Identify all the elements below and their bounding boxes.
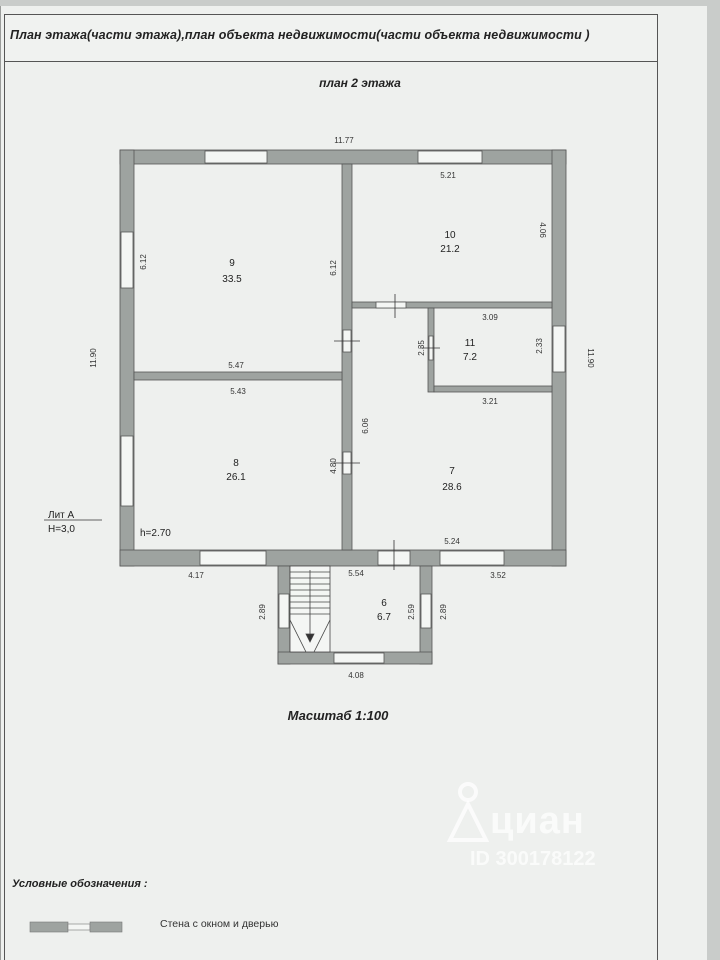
dim-top: 11.77 [334,136,354,145]
window [204,150,268,164]
room11-width2: 3.21 [482,397,498,406]
room11-area: 7.2 [463,352,477,363]
height-total-label: H=3,0 [48,524,75,535]
wall-internal-r10 [351,301,553,309]
window [417,150,483,164]
room8-height: 4.80 [329,458,338,474]
wall-top [119,149,567,165]
room10-height: 4.06 [538,222,547,238]
room6-number: 6 [381,598,387,609]
floor-title: план 2 этажа [319,76,401,90]
dim-porch-top: 5.54 [348,569,364,578]
room11-number: 11 [465,338,476,349]
window [120,231,134,289]
room7-height: 6.06 [361,418,370,434]
door [375,301,407,309]
window [278,593,290,629]
room10-area: 21.2 [440,244,460,255]
window [420,593,432,629]
dim-porch-left: 2.89 [258,604,267,620]
window [333,652,385,664]
watermark-id: ID 300178122 [470,848,596,870]
room11-height2: 2.35 [417,340,426,356]
room7-width: 5.24 [444,537,460,546]
room8-width: 5.43 [230,387,246,396]
room6-area: 6.7 [377,612,391,623]
scale-label: Масштаб 1:100 [287,708,389,723]
room7-number: 7 [449,466,455,477]
stairs [289,565,331,653]
room9-number: 9 [229,258,235,269]
room8-number: 8 [233,458,239,469]
dim-bottom-right: 3.52 [490,571,506,580]
room9-right-dim: 6.12 [329,260,338,276]
dim-porch-bottom: 4.08 [348,671,364,680]
dim-porch-inner: 2.59 [407,604,416,620]
window [199,550,267,566]
room9-width: 5.47 [228,361,244,370]
wall-internal-vertical [341,163,353,551]
document-frame [4,60,658,960]
watermark-brand: циан [490,800,585,842]
dim-porch-right: 2.89 [439,604,448,620]
dim-right: 11.90 [586,348,595,368]
wall-internal-r11-bottom [433,385,553,393]
room10-number: 10 [444,230,456,241]
room11-width: 3.09 [482,313,498,322]
room7-area: 28.6 [442,482,462,493]
legend-wall-symbol [29,921,123,933]
lit-label: Лит А [48,510,75,521]
legend-wall-text: Стена с окном и дверью [160,918,279,930]
room9-area: 33.5 [222,274,242,285]
window [439,550,505,566]
room-height-label: h=2.70 [140,528,171,539]
room8-area: 26.1 [226,472,246,483]
room11-height: 2.33 [535,338,544,354]
watermark-logo-icon [446,782,490,842]
legend-title: Условные обозначения : [12,878,148,890]
room9-height: 6.12 [139,254,148,270]
dim-left: 11.90 [89,348,98,368]
header-box [4,14,658,62]
dim-bottom-left: 4.17 [188,571,204,580]
document-sheet [0,6,707,960]
window [120,435,134,507]
room10-width: 5.21 [440,171,456,180]
wall-internal-r9-r8 [133,371,343,381]
window [552,325,566,373]
document-title: План этажа(части этажа),план объекта нед… [10,28,590,42]
